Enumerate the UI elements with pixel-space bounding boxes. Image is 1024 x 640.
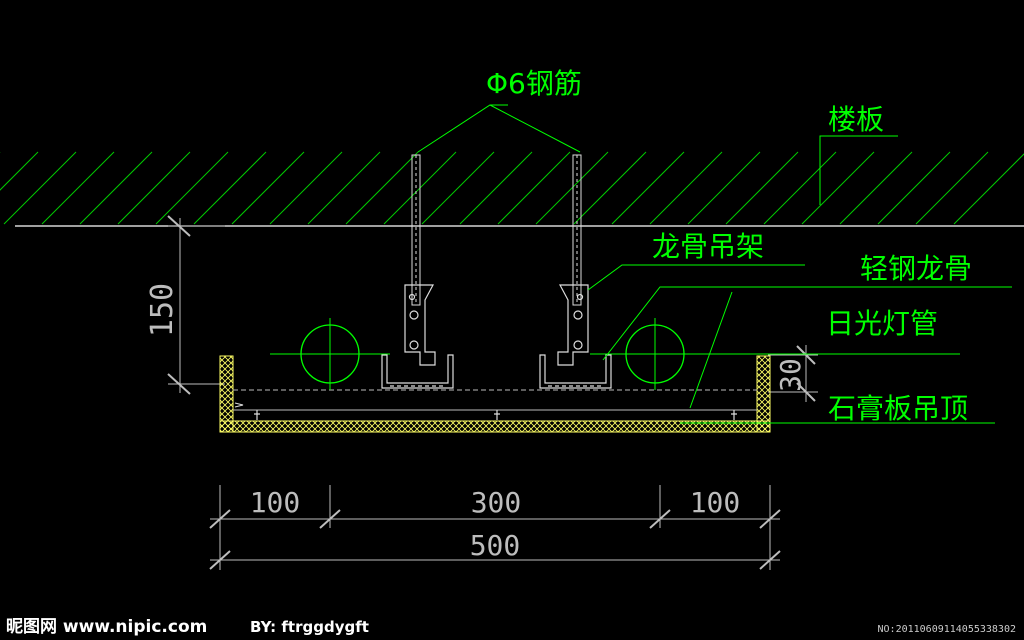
keel-hanger-left <box>404 284 436 366</box>
label-gypsum-ceiling: 石膏板吊顶 <box>828 392 968 425</box>
dim-middle-300: 300 <box>471 486 522 519</box>
watermark-number: NO:20110609114055338302 <box>878 624 1016 635</box>
hatch-line <box>0 151 39 191</box>
hatch-line <box>573 151 647 225</box>
dim-total-500: 500 <box>470 529 521 562</box>
hatch-line <box>839 151 913 225</box>
label-floor-slab: 楼板 <box>828 103 884 136</box>
label-rebar: Φ6钢筋 <box>486 67 582 100</box>
leader-lines <box>417 104 1012 424</box>
hatch-line <box>345 151 419 225</box>
hatch-line <box>117 151 191 225</box>
light-steel-keel-right <box>539 354 612 389</box>
dim-right-100: 100 <box>690 486 741 519</box>
hatch-line <box>497 151 571 225</box>
hatch-line <box>687 151 761 225</box>
dim-30: 30 <box>774 358 807 392</box>
label-light-steel-keel: 轻钢龙骨 <box>860 252 972 285</box>
label-fluorescent-tube: 日光灯管 <box>826 307 938 340</box>
dim-left-100: 100 <box>250 486 301 519</box>
hatch-line <box>307 151 381 225</box>
rebar-rod-left <box>411 154 421 306</box>
dim-150: 150 <box>145 283 180 337</box>
hatch-line <box>193 151 267 225</box>
hatch-line <box>3 151 77 225</box>
hatch-line <box>877 151 951 225</box>
hatch-line <box>231 151 305 225</box>
keel-hanger-right <box>557 284 589 366</box>
label-keel-hanger: 龙骨吊架 <box>652 230 764 263</box>
hatch-line <box>155 151 229 225</box>
hatch-line <box>801 151 875 225</box>
hatch-line <box>611 151 685 225</box>
hatch-line <box>915 151 989 225</box>
hatch-line <box>763 151 837 225</box>
watermark-site: 昵图网 www.nipic.com <box>6 617 207 637</box>
width-dimensions <box>209 485 781 570</box>
hatch-line <box>953 153 1024 225</box>
hatch-line <box>649 151 723 225</box>
hatch-line <box>459 151 533 225</box>
hatch-line <box>725 151 799 225</box>
height-dimension <box>167 215 225 395</box>
fluorescent-tube-right <box>590 318 960 390</box>
hatch-line <box>41 151 115 225</box>
hatch-line <box>79 151 153 225</box>
thickness-dimension <box>768 345 818 402</box>
fluorescent-tube-left <box>270 318 390 390</box>
slab-hatch <box>0 151 1024 225</box>
hatch-line <box>269 151 343 225</box>
hatch-line <box>421 151 495 225</box>
watermark-author: BY: ftrggdygft <box>250 618 369 636</box>
gypsum-ceiling-tray <box>219 355 771 433</box>
hatch-line <box>535 151 609 225</box>
light-steel-keel-left <box>381 354 454 389</box>
rebar-rod-right <box>572 154 582 306</box>
floor-slab <box>0 151 1024 227</box>
